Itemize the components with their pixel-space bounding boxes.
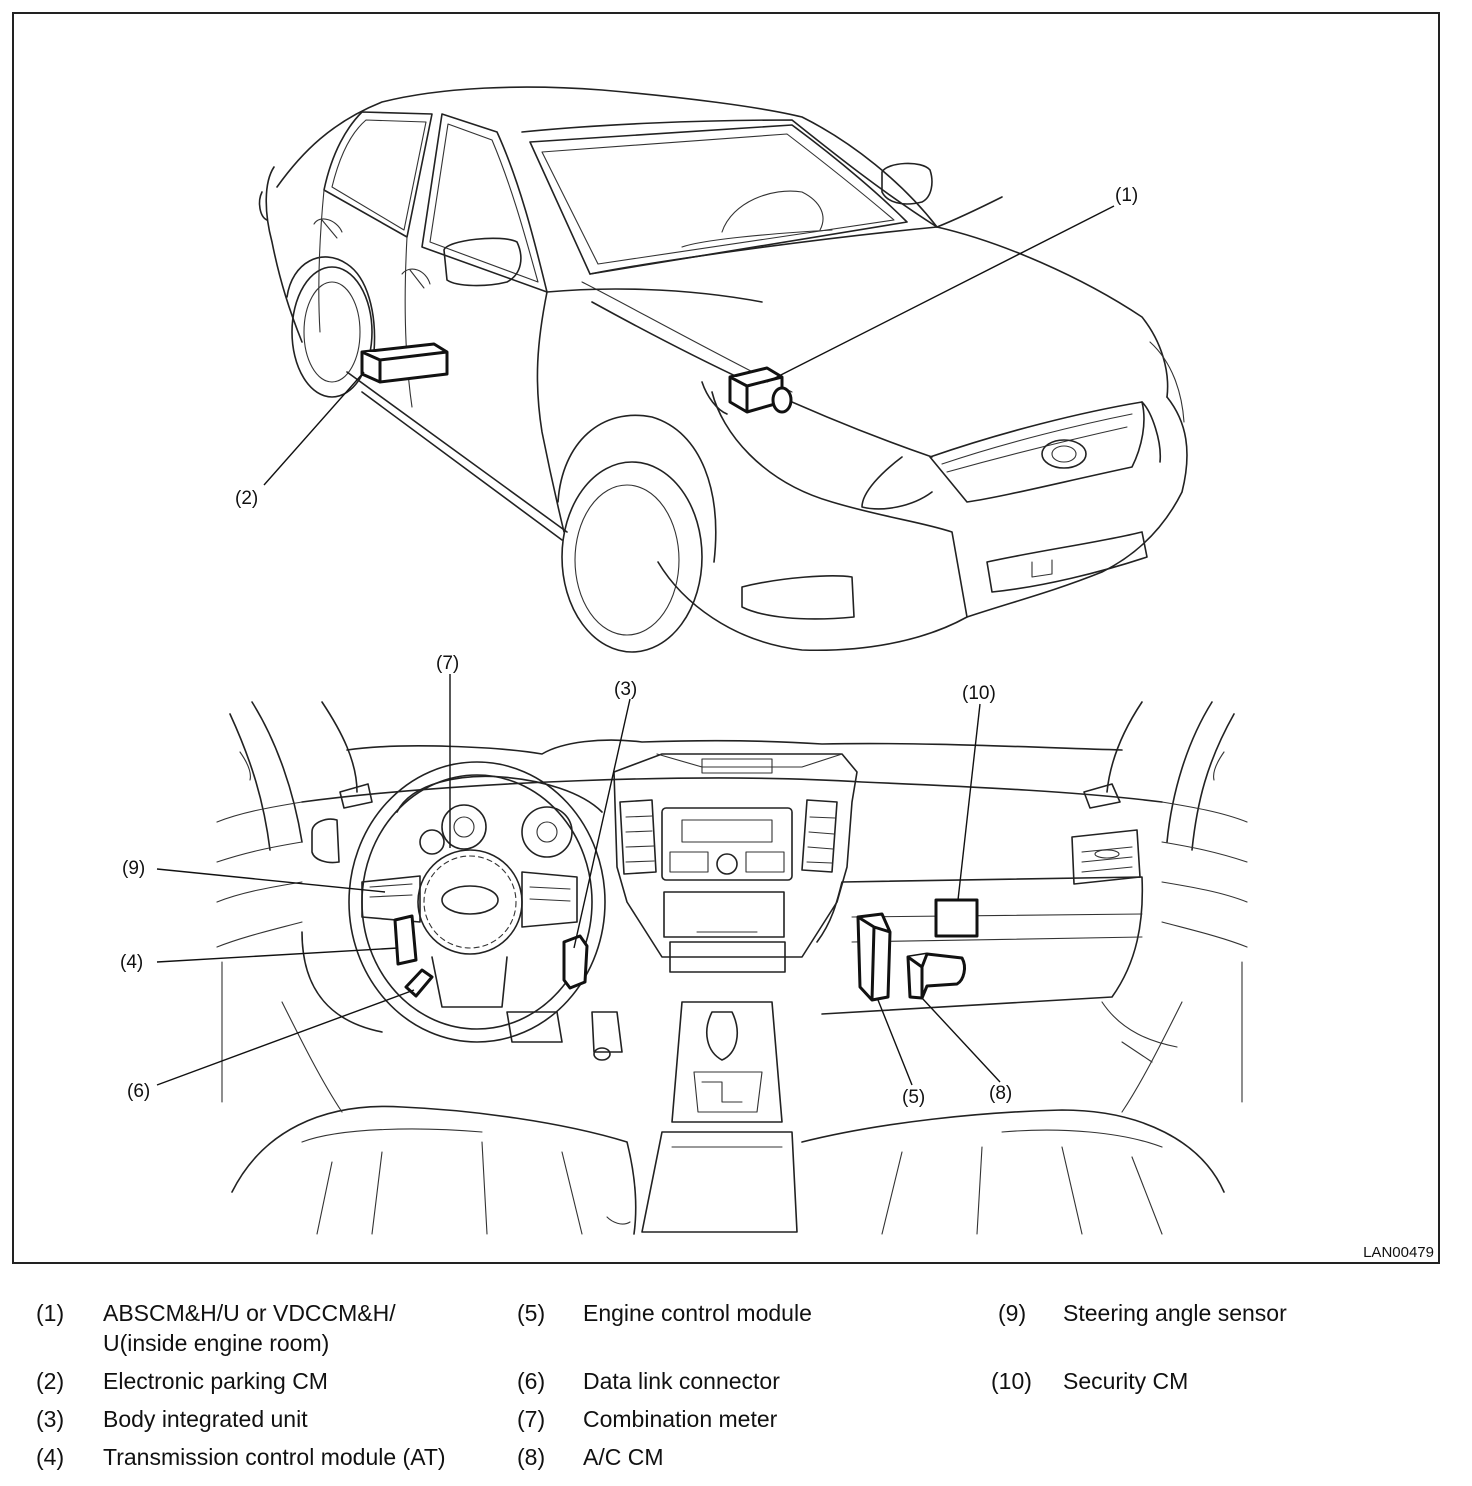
diagram-figure: (1) (2) (3) (4) (5) (6) (7) (8) (9) (10)…: [12, 12, 1440, 1264]
legend-label: Body integrated unit: [103, 1406, 308, 1432]
legend-number: (4): [36, 1444, 65, 1470]
car-exterior-illustration: [258, 86, 1188, 653]
legend-number: (1): [36, 1300, 65, 1326]
legend-label: Security CM: [1063, 1368, 1189, 1394]
legend-label-continued: U(inside engine room): [103, 1330, 330, 1356]
legend-label: A/C CM: [583, 1444, 664, 1470]
body-integrated-unit-part: [562, 934, 589, 990]
data-link-connector-part: [404, 968, 434, 998]
legend-label: Data link connector: [583, 1368, 780, 1394]
callout-7: (7): [436, 653, 459, 674]
electronic-parking-cm-part: [360, 342, 449, 384]
legend-number: (9): [998, 1300, 1027, 1326]
legend-label: Transmission control module (AT): [103, 1444, 446, 1470]
legend-number: (2): [36, 1368, 65, 1394]
leader-lines: [156, 205, 1115, 1086]
callout-9: (9): [122, 858, 145, 879]
callout-2: (2): [235, 488, 258, 509]
callout-6: (6): [127, 1081, 150, 1102]
legend-label: ABSCM&H/U or VDCCM&H/: [103, 1300, 396, 1326]
callout-8: (8): [989, 1083, 1012, 1104]
legend-label: Engine control module: [583, 1300, 812, 1326]
legend-label: Steering angle sensor: [1063, 1300, 1287, 1326]
legend-label: Electronic parking CM: [103, 1368, 328, 1394]
dashboard-interior-illustration: [216, 701, 1248, 1235]
callout-5: (5): [902, 1087, 925, 1108]
legend-number: (6): [517, 1368, 546, 1394]
callout-10: (10): [962, 683, 996, 704]
ac-cm-part: [906, 952, 966, 1000]
engine-control-module-part: [856, 912, 892, 1002]
transmission-control-module-part: [393, 914, 418, 966]
callout-1: (1): [1115, 185, 1138, 206]
figure-reference-code: LAN00479: [1363, 1244, 1434, 1261]
callout-3: (3): [614, 679, 637, 700]
callout-labels: (1) (2) (3) (4) (5) (6) (7) (8) (9) (10)…: [120, 185, 1434, 1261]
legend: (1) ABSCM&H/U or VDCCM&H/ U(inside engin…: [0, 1290, 1472, 1480]
abs-vdc-unit-part: [701, 366, 793, 415]
legend-number: (8): [517, 1444, 546, 1470]
legend-number: (3): [36, 1406, 65, 1432]
security-cm-part: [934, 898, 979, 938]
legend-label: Combination meter: [583, 1406, 778, 1432]
legend-number: (5): [517, 1300, 546, 1326]
legend-number: (7): [517, 1406, 546, 1432]
legend-number: (10): [991, 1368, 1032, 1394]
component-location-drawing: (1) (2) (3) (4) (5) (6) (7) (8) (9) (10)…: [120, 86, 1434, 1261]
callout-4: (4): [120, 952, 143, 973]
